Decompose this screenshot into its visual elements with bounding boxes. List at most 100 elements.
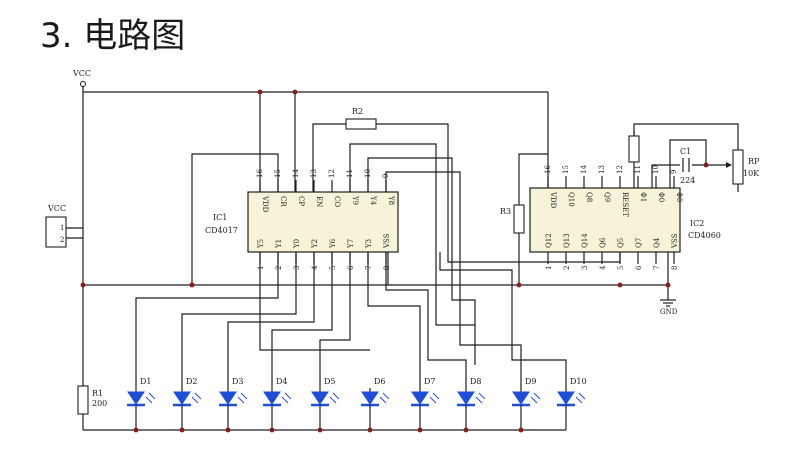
ic2-bottom-pin-name: Q5 — [617, 238, 625, 248]
led-d3: D3 — [219, 377, 248, 430]
junction-dot — [703, 162, 709, 168]
rp-name: RP — [748, 157, 760, 166]
ic1-bottom-pin-number: 5 — [329, 266, 337, 270]
ic1-bottom-pin-number: 4 — [311, 265, 319, 270]
ic2-bottom-pin-number: 6 — [635, 265, 643, 270]
led-label: D8 — [470, 377, 482, 386]
ic2-top-pin-number: 9 — [670, 170, 678, 174]
ground-symbol: GND — [660, 299, 678, 316]
ic2-bottom-pin-name: Q13 — [563, 233, 571, 248]
ic2-top-pin-name: RESET — [621, 192, 629, 217]
ic2-bottom-pin-number: 3 — [581, 266, 589, 270]
ic1-bottom-pin-number: 7 — [365, 266, 373, 270]
ic2-cd4060: IC2 CD4060 16VDDQ12115Q10Q13214Q8Q14313Q… — [529, 165, 721, 270]
ic1-top-pin-name: CO — [333, 196, 341, 207]
led-label: D7 — [424, 377, 436, 386]
ic1-bottom-pin-name: Y3 — [365, 239, 373, 249]
ic2-top-pin-name: VDD — [549, 191, 557, 209]
r2-name: R2 — [352, 107, 363, 116]
page-title: 3. 电路图 — [40, 16, 186, 56]
junction-dot — [317, 427, 323, 433]
gnd-label: GND — [660, 308, 678, 316]
ic1-top-pin-number: 14 — [292, 169, 300, 178]
ic2-top-pin-name: Φ0 — [675, 192, 683, 202]
resistor-r2: R2 — [345, 107, 377, 130]
resistor-r1: R1 200 — [77, 385, 107, 415]
r3-name: R3 — [500, 207, 511, 216]
ic2-top-pin-name: Q8 — [585, 192, 593, 202]
ic1-cd4017: IC1 CD4017 16VDDY5115CRY1214CPY0313ENY24… — [205, 169, 399, 270]
led-label: D10 — [570, 377, 587, 386]
ic1-top-pin-name: Y4 — [369, 195, 377, 206]
ic1-bottom-pin-name: Y0 — [293, 239, 301, 249]
led-d4: D4 — [263, 377, 292, 430]
ic2-bottom-pin-number: 1 — [545, 266, 553, 270]
ic1-bottom-pin-name: Y5 — [257, 239, 265, 249]
junction-dot — [189, 282, 195, 288]
junction-dot — [665, 282, 671, 288]
ic1-bottom-pin-number: 3 — [293, 266, 301, 270]
resistor-osc — [628, 135, 640, 163]
junction-dot — [225, 427, 231, 433]
ic2-top-pin-number: 14 — [580, 165, 588, 174]
ic1-bottom-pin-name: Y7 — [347, 239, 355, 249]
ic2-top-pin-number: 13 — [598, 165, 606, 174]
ic2-bottom-pin-number: 8 — [671, 266, 679, 270]
ic1-top-pin-number: 15 — [274, 169, 282, 178]
ic1-bottom-pin-name: Y6 — [329, 238, 337, 249]
potentiometer-rp: RP 10K — [726, 149, 760, 185]
ic2-top-pin-name: Φ0 — [657, 192, 665, 202]
resistor-r3: R3 — [500, 204, 525, 234]
r1-value: 200 — [92, 399, 107, 408]
vcc-label: VCC — [72, 69, 91, 78]
ic2-top-pin-name: Φ1 — [639, 192, 647, 202]
junction-dot — [269, 427, 275, 433]
led-d7: D7 — [411, 377, 440, 430]
ic1-top-pin-name: CR — [279, 196, 287, 207]
ic2-part: CD4060 — [688, 231, 721, 240]
ic1-bottom-pin-name: VSS — [383, 233, 391, 249]
ic2-top-pin-name: Q9 — [603, 192, 611, 202]
led-routing — [135, 143, 567, 388]
junction-dot — [463, 427, 469, 433]
ic2-top-pin-number: 15 — [562, 165, 570, 174]
ic1-top-pin-number: 12 — [328, 169, 336, 178]
vcc-connector: VCC 1 2 — [45, 204, 83, 248]
led-d10: D10 — [557, 377, 587, 430]
vcc-terminal: VCC — [72, 69, 91, 87]
led-d6: D6 — [361, 377, 390, 430]
ic1-name: IC1 — [213, 213, 227, 222]
ic2-bottom-pin-name: Q6 — [599, 237, 607, 248]
led-d8: D8 — [457, 377, 486, 430]
ic2-bottom-pin-name: Q4 — [653, 237, 661, 248]
junction-dot — [417, 427, 423, 433]
junction-dot — [133, 427, 139, 433]
led-label: D1 — [140, 377, 152, 386]
power-wiring — [82, 84, 739, 431]
led-label: D9 — [525, 377, 537, 386]
connector-pin-1: 1 — [60, 224, 64, 232]
ic1-bottom-pin-number: 2 — [275, 266, 283, 270]
led-label: D5 — [324, 377, 336, 386]
ic2-top-pin-number: 12 — [616, 165, 624, 174]
ic1-top-pin-name: VDD — [261, 195, 269, 213]
connector-label: VCC — [47, 204, 66, 213]
junction-dot — [518, 427, 524, 433]
ic2-top-pin-name: Q10 — [567, 192, 575, 207]
junction-dot — [617, 282, 623, 288]
led-label: D6 — [374, 377, 386, 386]
led-label: D3 — [232, 377, 244, 386]
ic2-top-pin-number: 11 — [634, 165, 642, 174]
ic2-bottom-pin-name: Q12 — [545, 233, 553, 248]
ic1-top-pin-number: 13 — [310, 169, 318, 178]
ic1-top-pin-name: Y8 — [387, 195, 395, 205]
ic1-bottom-pin-number: 6 — [347, 265, 355, 270]
ic2-top-pin-number: 10 — [652, 165, 660, 174]
connector-pin-2: 2 — [60, 236, 64, 244]
ic1-part: CD4017 — [205, 226, 238, 235]
led-label: D4 — [276, 377, 288, 386]
led-d9: D9 — [512, 377, 541, 430]
ic2-bottom-pin-number: 7 — [653, 266, 661, 270]
ic2-bottom-pin-number: 2 — [563, 266, 571, 270]
